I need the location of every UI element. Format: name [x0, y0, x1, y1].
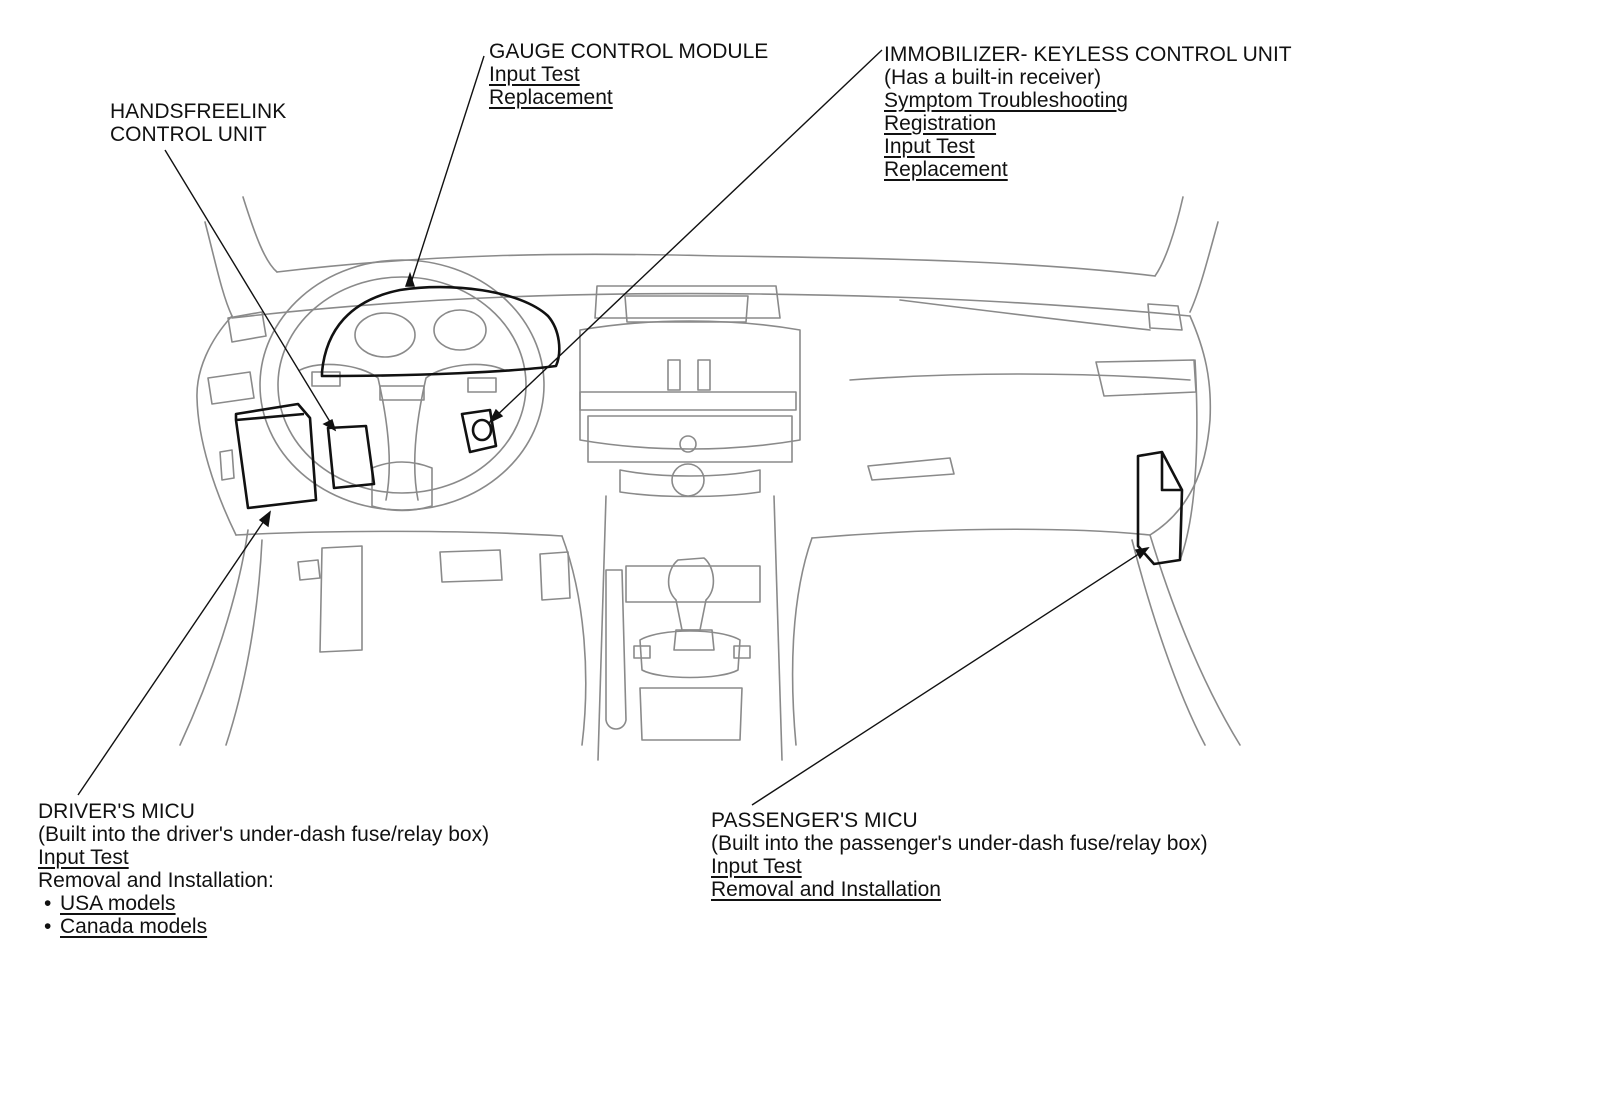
arrow-handsfree [322, 419, 337, 432]
immobilizer-unit-shape [460, 408, 498, 454]
leader-driver-micu [77, 511, 271, 796]
arrow-driver-micu [258, 510, 271, 528]
immobilizer-callout: IMMOBILIZER- KEYLESS CONTROL UNIT (Has a… [884, 43, 1292, 181]
handsfreelink-callout: HANDSFREELINK CONTROL UNIT [110, 100, 286, 146]
immobilizer-subtitle: (Has a built-in receiver) [884, 66, 1102, 89]
leader-passenger-micu [751, 547, 1149, 806]
leader-handsfree [164, 149, 336, 431]
passenger-micu-shape [1136, 450, 1184, 566]
leader-immobilizer [491, 49, 883, 421]
driver-micu-subtitle: (Built into the driver's under-dash fuse… [38, 823, 490, 846]
handsfreelink-title-line2: CONTROL UNIT [110, 123, 267, 146]
arrow-immobilizer [488, 408, 504, 424]
gauge-replacement-link[interactable]: Replacement [489, 86, 613, 109]
leader-lines [77, 49, 1150, 806]
passenger-micu-input-test-link[interactable]: Input Test [711, 855, 802, 878]
immobilizer-title: IMMOBILIZER- KEYLESS CONTROL UNIT [884, 43, 1292, 66]
immobilizer-replacement-link[interactable]: Replacement [884, 158, 1008, 181]
bullet-dot: • [44, 915, 52, 938]
passenger-micu-subtitle: (Built into the passenger's under-dash f… [711, 832, 1208, 855]
immobilizer-registration-link[interactable]: Registration [884, 112, 997, 135]
driver-micu-input-test-link[interactable]: Input Test [38, 846, 129, 869]
immobilizer-symptom-troubleshooting-link[interactable]: Symptom Troubleshooting [884, 89, 1128, 112]
driver-micu-usa-models-link[interactable]: USA models [60, 892, 176, 915]
gauge-control-module-title: GAUGE CONTROL MODULE [489, 40, 769, 63]
gauge-input-test-link[interactable]: Input Test [489, 63, 580, 86]
driver-micu-bullet-canada: • Canada models [38, 915, 489, 938]
leader-gauge [409, 55, 485, 287]
driver-micu-bullet-usa: • USA models [38, 892, 489, 915]
driver-micu-canada-models-link[interactable]: Canada models [60, 915, 208, 938]
arrow-passenger-micu [1134, 547, 1150, 560]
driver-micu-shape [234, 402, 318, 510]
handsfreelink-unit-shape [326, 424, 376, 490]
driver-micu-removal-label: Removal and Installation: [38, 869, 274, 892]
highlighted-components [234, 285, 1184, 566]
gauge-control-module-callout: GAUGE CONTROL MODULE Input Test Replacem… [489, 40, 768, 109]
handsfreelink-title-line1: HANDSFREELINK [110, 100, 287, 123]
passenger-micu-title: PASSENGER'S MICU [711, 809, 918, 832]
dashboard-outline [179, 196, 1241, 761]
driver-micu-title: DRIVER'S MICU [38, 800, 195, 823]
passenger-micu-callout: PASSENGER'S MICU (Built into the passeng… [711, 809, 1208, 901]
bullet-dot: • [44, 892, 52, 915]
arrow-gauge [405, 271, 415, 287]
passenger-micu-removal-link[interactable]: Removal and Installation [711, 878, 941, 901]
driver-micu-callout: DRIVER'S MICU (Built into the driver's u… [38, 800, 489, 938]
gauge-control-module-shape [320, 285, 561, 378]
immobilizer-input-test-link[interactable]: Input Test [884, 135, 975, 158]
